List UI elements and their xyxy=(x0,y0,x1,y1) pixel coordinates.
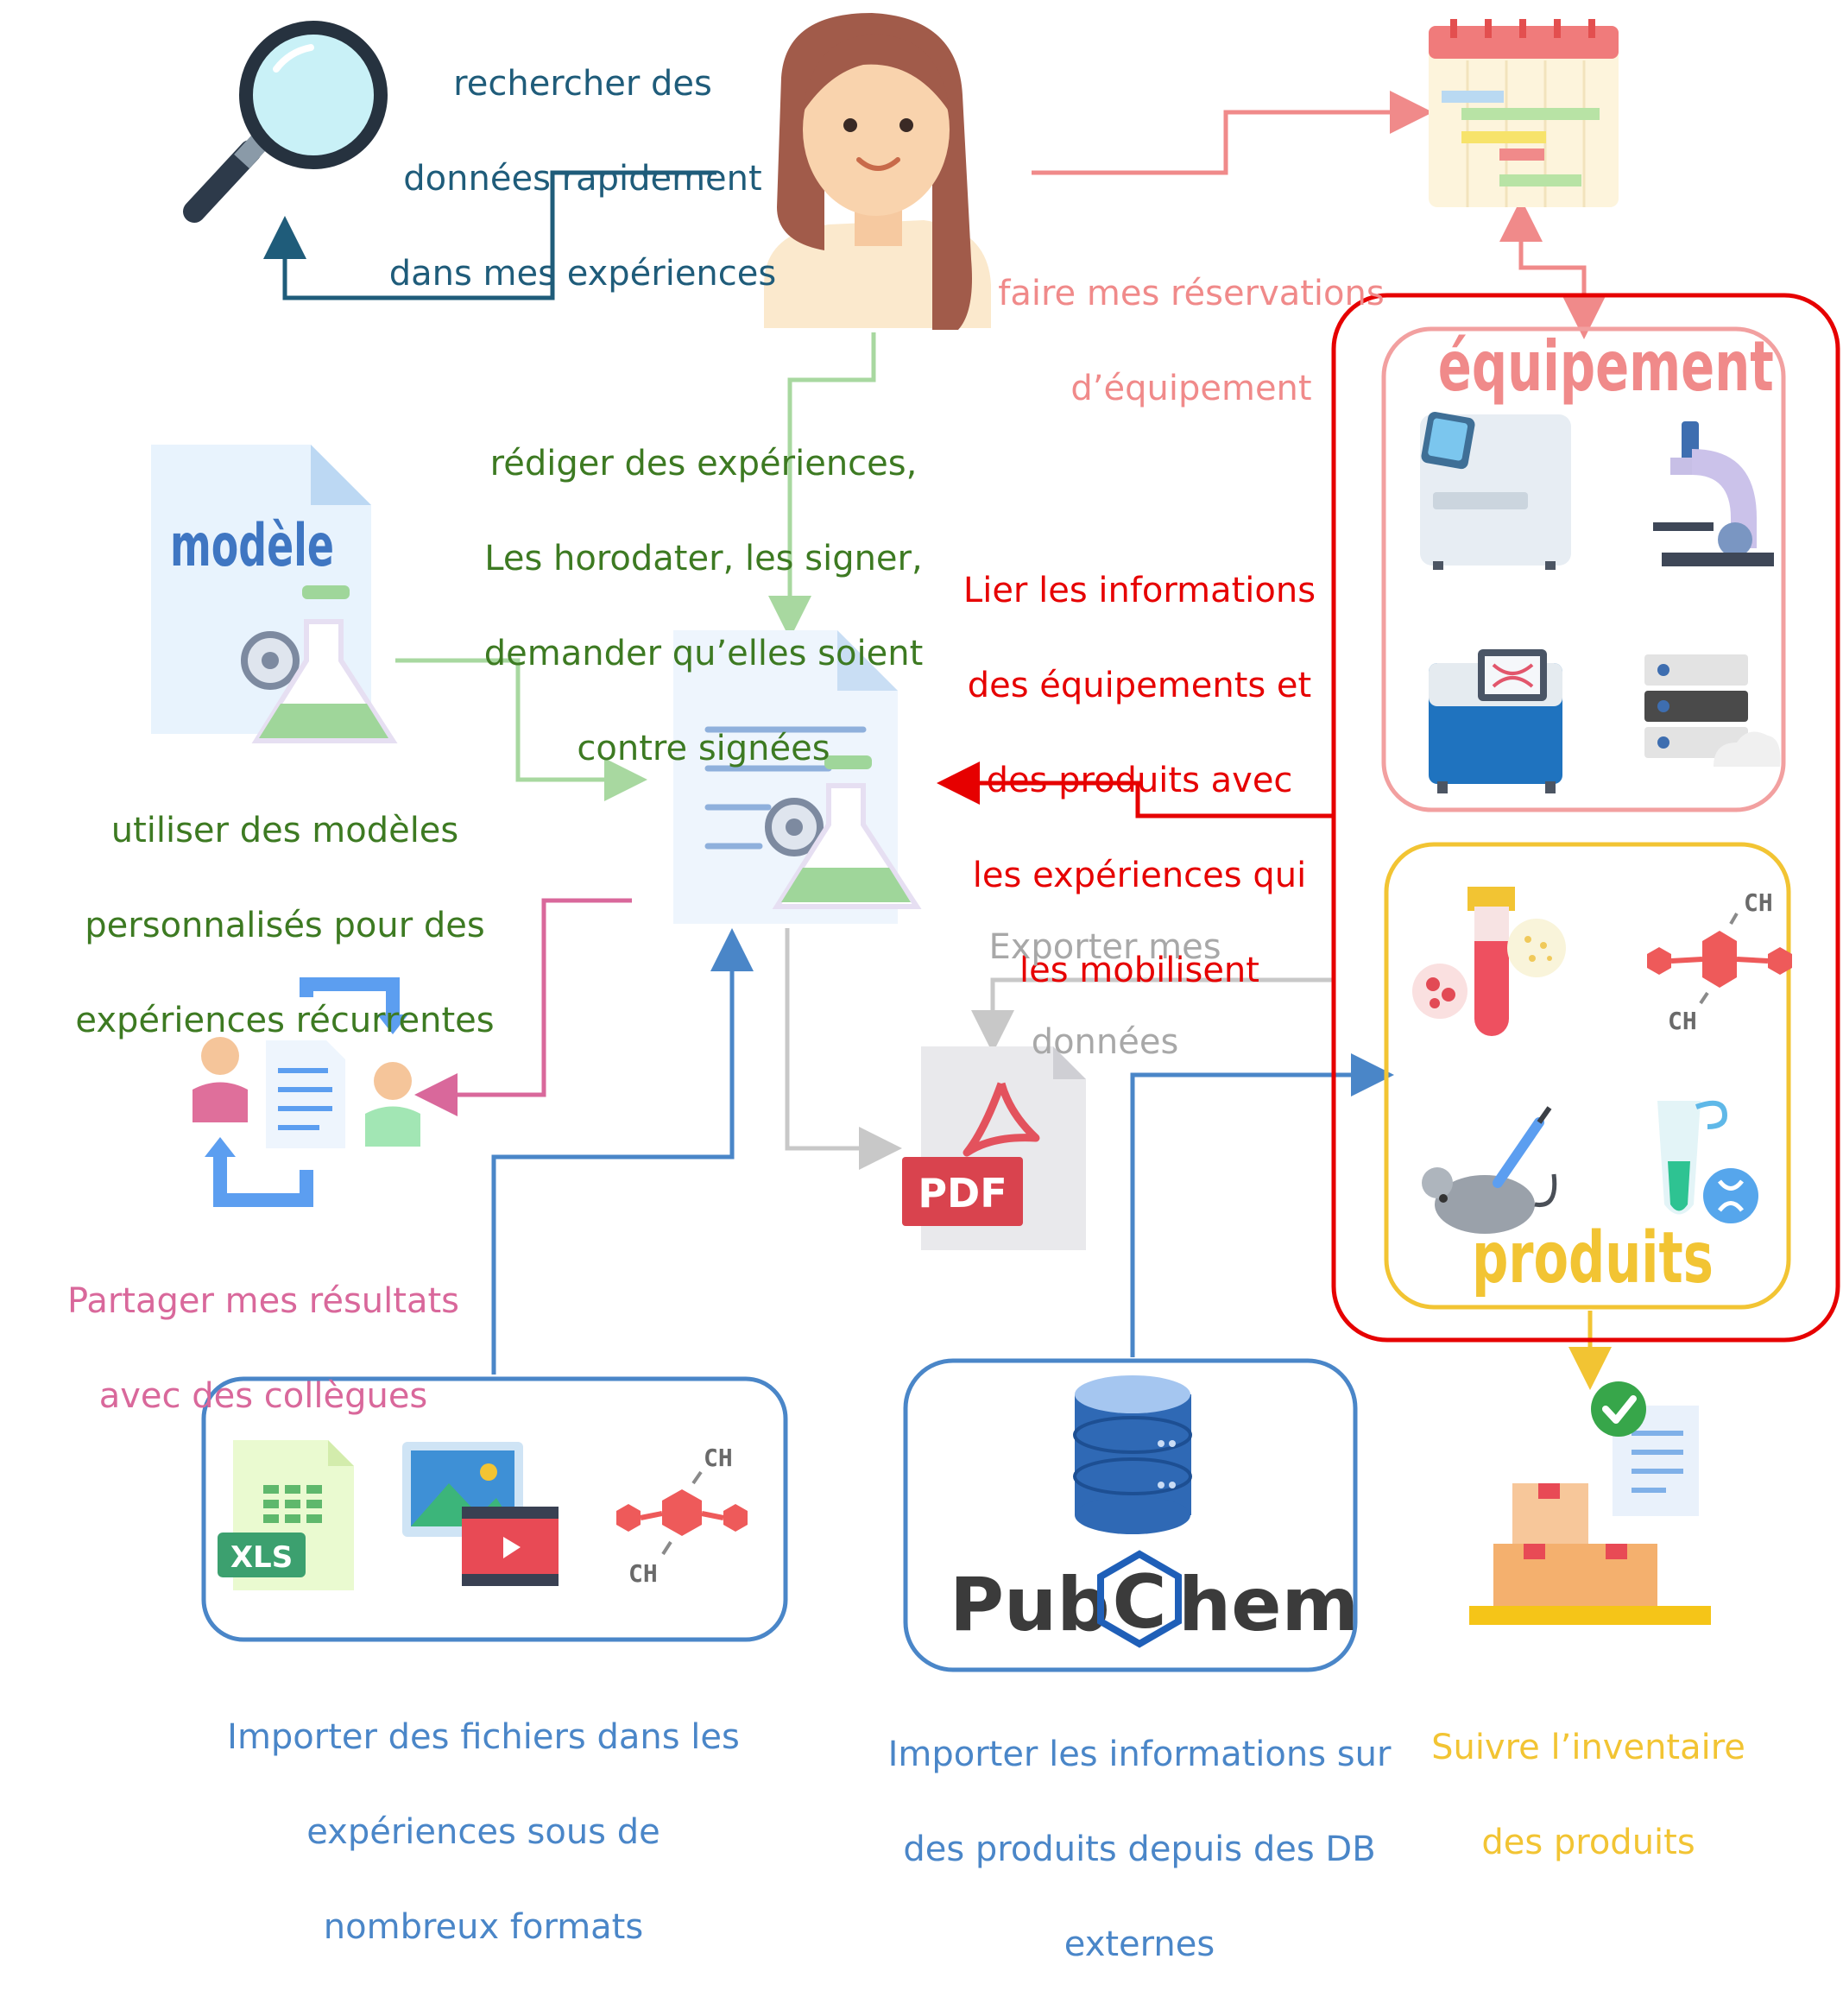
label-import-files-line: Importer des fichiers dans les xyxy=(227,1717,740,1757)
label-share: Partager mes résultats avec des collègue… xyxy=(52,1230,475,1468)
label-link-line: des équipements et xyxy=(967,666,1312,705)
arrow-share xyxy=(414,898,632,1116)
label-import-db-line: Importer les informations sur xyxy=(887,1735,1392,1774)
image-video-icon xyxy=(402,1442,559,1586)
label-search-line: données rapidement xyxy=(403,159,762,199)
experiment-doc-icon xyxy=(673,630,922,924)
label-link: Lier les informations des équipements et… xyxy=(950,520,1329,1042)
equipment-heading: équipement xyxy=(1437,326,1774,407)
label-share-line: avec des collègues xyxy=(98,1376,428,1416)
share-icon xyxy=(193,977,420,1207)
database-icon xyxy=(1073,1375,1192,1534)
arrow-reservation xyxy=(1032,91,1433,175)
label-link-line: des produits avec xyxy=(986,761,1293,800)
label-templates-line: personnalisés pour des xyxy=(85,906,485,945)
molecule-ch-top: CH xyxy=(1744,888,1773,917)
lab-mouse-icon xyxy=(1422,1106,1557,1234)
resources-group-box xyxy=(1331,293,1840,1343)
molecule-ch-bottom: CH xyxy=(1668,1007,1697,1035)
molecule-icon-formats: CH CH xyxy=(616,1444,748,1588)
label-write-line: Les horodater, les signer, xyxy=(484,539,923,578)
label-inventory-line: des produits xyxy=(1481,1823,1695,1862)
server-icon xyxy=(1644,654,1781,767)
label-write-line: contre signées xyxy=(577,729,830,768)
xls-icon: XLS xyxy=(218,1440,354,1590)
arrow-templates xyxy=(395,658,647,801)
blood-tube-icon xyxy=(1412,887,1566,1036)
pdf-icon: PDF xyxy=(902,1046,1086,1250)
label-search-line: rechercher des xyxy=(453,64,712,104)
arrow-search xyxy=(263,170,716,300)
arrow-import-files xyxy=(491,928,754,1375)
label-reservation: faire mes réservations d’équipement xyxy=(984,223,1398,460)
microscope-icon xyxy=(1653,421,1774,566)
xls-label: XLS xyxy=(230,1540,293,1575)
connectors xyxy=(263,91,1612,1390)
arrow-doc-pdf xyxy=(785,928,902,1170)
label-link-line: les expériences qui xyxy=(972,856,1307,895)
label-write-line: demander qu’elles soient xyxy=(483,634,924,673)
label-link-line: les mobilisent xyxy=(1019,951,1259,990)
label-templates-line: expériences récurrentes xyxy=(75,1001,495,1040)
products-box xyxy=(1384,842,1791,1310)
label-write: rédiger des expériences, Les horodater, … xyxy=(470,393,937,820)
label-import-db-line: externes xyxy=(1064,1924,1215,1964)
scientist-avatar xyxy=(764,13,991,330)
equipment-box xyxy=(1381,326,1786,812)
pubchem-box xyxy=(903,1358,1358,1672)
label-import-files-line: expériences sous de xyxy=(306,1812,660,1852)
arrow-import-db xyxy=(1130,1053,1394,1357)
template-doc-heading: modèle xyxy=(170,512,334,580)
formats-ch-top: CH xyxy=(704,1444,733,1472)
products-heading: produits xyxy=(1472,1217,1714,1299)
pubchem-text-left: Pub xyxy=(950,1562,1110,1648)
formats-ch-bottom: CH xyxy=(628,1559,658,1588)
pcr-machine-icon xyxy=(1420,412,1571,570)
label-reservation-line: faire mes réservations xyxy=(998,274,1385,313)
label-inventory: Suivre l’inventaire des produits xyxy=(1416,1677,1761,1914)
molecule-icon: CH CH xyxy=(1647,888,1792,1035)
label-write-line: rédiger des expériences, xyxy=(489,444,918,483)
dna-tube-icon xyxy=(1657,1100,1758,1223)
pubchem-logo: Pub C hem xyxy=(950,1550,1359,1648)
arrow-export xyxy=(971,977,1334,1053)
magnifier-icon xyxy=(183,21,388,223)
template-doc-icon: modèle xyxy=(151,445,398,743)
label-search: rechercher des données rapidement dans m… xyxy=(380,13,786,345)
label-import-db-line: des produits depuis des DB xyxy=(903,1830,1376,1869)
label-export-line: données xyxy=(1031,1022,1179,1062)
arrow-write xyxy=(768,332,876,639)
label-search-line: dans mes expériences xyxy=(388,254,777,294)
label-export-line: Exporter mes xyxy=(988,927,1221,967)
inventory-boxes-icon xyxy=(1469,1381,1711,1625)
arrow-calendar-equipment xyxy=(1499,199,1606,339)
import-files-box xyxy=(201,1376,788,1642)
label-share-line: Partager mes résultats xyxy=(67,1281,459,1321)
label-export: Exporter mes données xyxy=(967,876,1243,1114)
arrow-link xyxy=(937,762,1334,818)
label-import-files-line: nombreux formats xyxy=(323,1907,644,1947)
pdf-label: PDF xyxy=(918,1170,1007,1217)
label-reservation-line: d’équipement xyxy=(1070,369,1312,408)
label-inventory-line: Suivre l’inventaire xyxy=(1431,1728,1745,1767)
pubchem-text-right: hem xyxy=(1178,1562,1359,1648)
label-import-files: Importer des fichiers dans les expérienc… xyxy=(199,1666,768,1999)
calendar-gantt-icon xyxy=(1429,19,1619,207)
label-templates: utiliser des modèles personnalisés pour … xyxy=(60,760,509,1092)
label-link-line: Lier les informations xyxy=(963,571,1316,610)
label-import-db: Importer les informations sur des produi… xyxy=(868,1684,1411,2016)
pubchem-text-c: C xyxy=(1112,1559,1166,1646)
label-templates-line: utiliser des modèles xyxy=(110,811,459,850)
sequencer-icon xyxy=(1429,649,1562,793)
